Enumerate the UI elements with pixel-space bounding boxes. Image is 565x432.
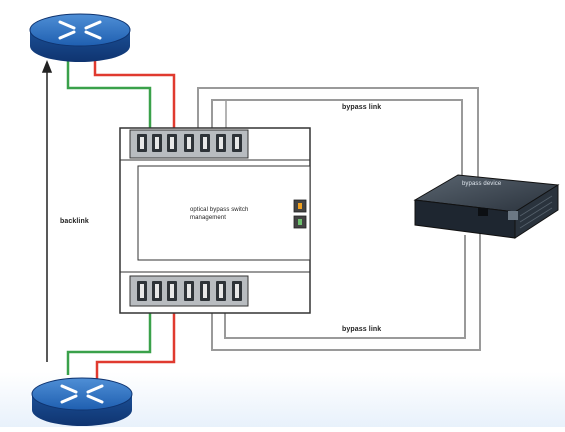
- backlink-arrow: [41, 59, 53, 362]
- bottom-port-row: [129, 275, 249, 307]
- top-port-row: [129, 129, 249, 159]
- patch-panel: [119, 127, 311, 314]
- router-icon: [29, 13, 131, 62]
- switch-module-ports: [293, 199, 307, 229]
- router-icon: [31, 377, 133, 426]
- switch-module-label-line2: management: [190, 215, 227, 221]
- backlink-label: backlink: [60, 218, 89, 225]
- bottom-bypass-link-label: bypass link: [342, 326, 382, 333]
- top-bypass-link-label: bypass link: [342, 104, 382, 111]
- appliance-label: bypass device: [462, 181, 502, 187]
- switch-module-label-line1: optical bypass switch: [190, 207, 249, 213]
- network-appliance-icon: [413, 174, 560, 239]
